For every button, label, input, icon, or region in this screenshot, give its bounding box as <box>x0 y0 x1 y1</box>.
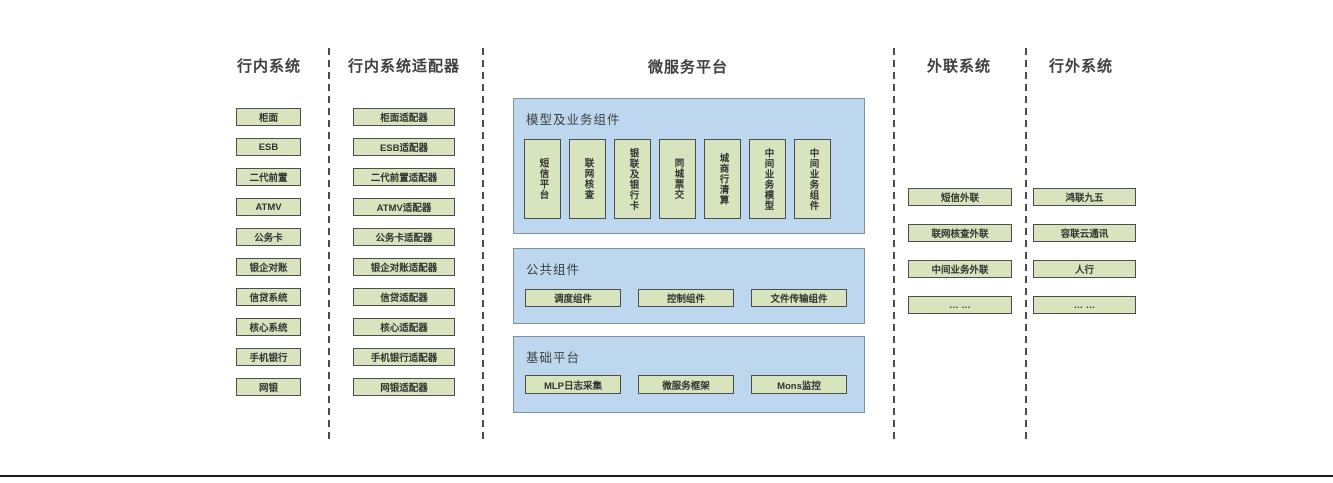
column-title-external-link-systems: 外联系统 <box>926 58 992 75</box>
adapter-box: ATMV适配器 <box>353 198 455 216</box>
base-platform-row: MLP日志采集微服务框架 Mons监控 <box>525 375 847 394</box>
panel-title: 基础平台 <box>526 351 581 365</box>
system-box: 核心系统 <box>236 318 301 336</box>
panel-common-components: 公共组件 调度组件控制组件文件传输组件 <box>513 248 865 324</box>
column-title-external-systems: 行外系统 <box>1048 58 1114 75</box>
system-box: 联网核查外联 <box>908 224 1012 242</box>
column-title-microservice-platform: 微服务平台 <box>647 59 729 76</box>
adapter-box: 手机银行适配器 <box>353 348 455 366</box>
system-box: 容联云通讯 <box>1033 224 1136 242</box>
system-box: 短信外联 <box>908 188 1012 206</box>
system-box: 中间业务外联 <box>908 260 1012 278</box>
system-box: … … <box>1033 296 1136 314</box>
component-box-vertical: 城商行清算 <box>704 139 741 219</box>
dashed-separator-1 <box>328 48 330 443</box>
adapter-box: 核心适配器 <box>353 318 455 336</box>
system-box: 信贷系统 <box>236 288 301 306</box>
component-box: 文件传输组件 <box>751 289 847 307</box>
component-box: Mons监控 <box>751 375 847 394</box>
system-box: … … <box>908 296 1012 314</box>
column-title-internal-systems: 行内系统 <box>236 58 302 75</box>
component-box: 调度组件 <box>525 289 621 307</box>
adapter-box: 网银适配器 <box>353 378 455 396</box>
adapter-box: ESB适配器 <box>353 138 455 156</box>
system-box: 公务卡 <box>236 228 301 246</box>
component-box-vertical: 联网核查 <box>569 139 606 219</box>
external-link-systems-list: 短信外联联网核查外联中间业务外联 … … <box>908 188 1012 314</box>
system-box: 鸿联九五 <box>1033 188 1136 206</box>
system-box: ESB <box>236 138 301 156</box>
system-box: ATMV <box>236 198 301 216</box>
component-box-vertical: 短信平台 <box>524 139 561 219</box>
panel-base-platform: 基础平台 MLP日志采集微服务框架 Mons监控 <box>513 336 865 413</box>
system-box: 柜面 <box>236 108 301 126</box>
component-box-vertical: 中间业务模型 <box>749 139 786 219</box>
adapter-box: 信贷适配器 <box>353 288 455 306</box>
system-box: 网银 <box>236 378 301 396</box>
system-box: 手机银行 <box>236 348 301 366</box>
component-box: MLP日志采集 <box>525 375 621 394</box>
system-box: 二代前置 <box>236 168 301 186</box>
component-box: 微服务框架 <box>638 375 734 394</box>
bottom-horizontal-rule <box>0 475 1333 477</box>
component-box: 控制组件 <box>638 289 734 307</box>
common-components-row: 调度组件控制组件文件传输组件 <box>525 289 847 307</box>
internal-adapters-list: 柜面适配器 ESB适配器二代前置适配器 ATMV适配器公务卡适配器银企对账适配器信贷… <box>353 108 455 396</box>
panel-title: 公共组件 <box>526 263 581 277</box>
internal-systems-list: 柜面 ESB 二代前置 ATMV 公务卡银企对账信贷系统核心系统手机银行网银 <box>236 108 301 396</box>
dashed-separator-2 <box>482 48 484 443</box>
system-box: 银企对账 <box>236 258 301 276</box>
adapter-box: 柜面适配器 <box>353 108 455 126</box>
adapter-box: 银企对账适配器 <box>353 258 455 276</box>
dashed-separator-3 <box>893 48 895 443</box>
panel-model-business-components: 模型及业务组件 短信平台联网核查银联及银行卡同城票交城商行清算中间业务模型中间业… <box>513 98 865 234</box>
component-box-vertical: 同城票交 <box>659 139 696 219</box>
external-systems-list: 鸿联九五容联云通讯人行 … … <box>1033 188 1136 314</box>
panel-title: 模型及业务组件 <box>526 113 621 127</box>
system-box: 人行 <box>1033 260 1136 278</box>
dashed-separator-4 <box>1025 48 1027 443</box>
adapter-box: 公务卡适配器 <box>353 228 455 246</box>
model-business-components-row: 短信平台联网核查银联及银行卡同城票交城商行清算中间业务模型中间业务组件 <box>524 139 831 219</box>
column-title-internal-adapters: 行内系统适配器 <box>347 58 461 75</box>
adapter-box: 二代前置适配器 <box>353 168 455 186</box>
component-box-vertical: 中间业务组件 <box>794 139 831 219</box>
component-box-vertical: 银联及银行卡 <box>614 139 651 219</box>
